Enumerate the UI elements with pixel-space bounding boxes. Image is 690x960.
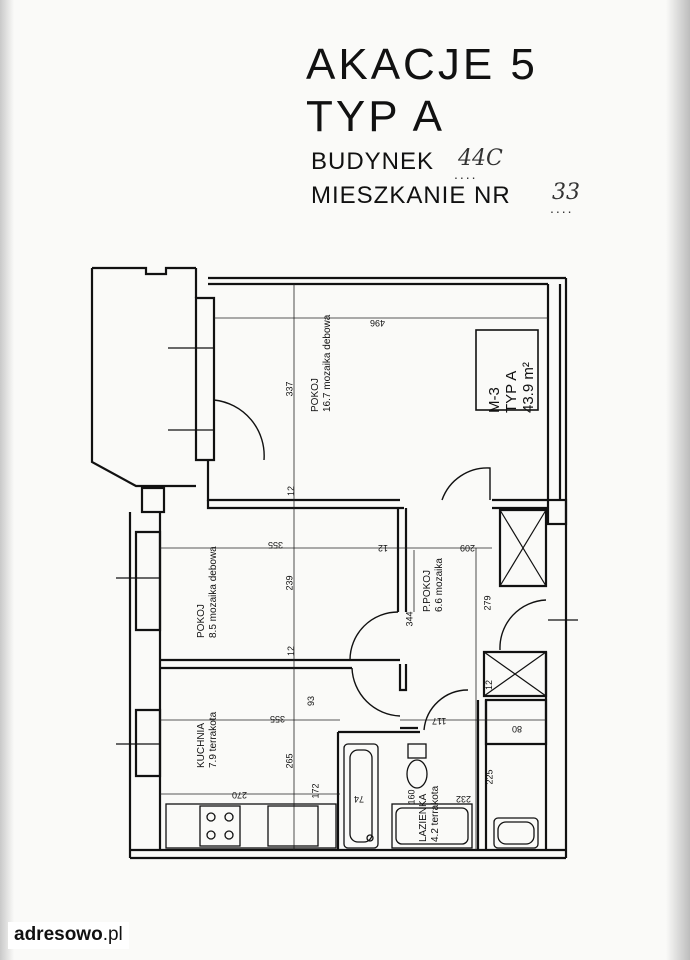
apartment-tag-box <box>475 329 539 411</box>
scan-edge-right <box>666 0 690 960</box>
dim-496: 496 <box>370 318 386 328</box>
apartment-dots: .... <box>550 200 574 216</box>
dim-279: 279 <box>482 595 493 611</box>
plan-title-street: AKACJE 5 <box>306 40 538 89</box>
window-marks <box>116 347 578 745</box>
dim-74: 74 <box>354 794 365 804</box>
plan-title-type: TYP A <box>306 92 445 141</box>
dim-270: 270 <box>232 790 248 800</box>
dim-344: 344 <box>404 611 415 627</box>
adresowo-watermark: adresowo.pl <box>8 922 129 949</box>
dim-265: 265 <box>284 753 295 769</box>
apartment-number-handwritten: 33 <box>552 180 580 205</box>
dimension-lines <box>160 284 548 850</box>
dim-232: 232 <box>456 794 472 804</box>
dim-337: 337 <box>284 381 295 397</box>
dim-12-a: 12 <box>286 485 297 497</box>
dim-225: 225 <box>484 769 495 785</box>
dim-355-b: 355 <box>270 714 286 724</box>
dim-93: 93 <box>306 695 317 707</box>
dim-80: 80 <box>512 724 523 734</box>
building-label: BUDYNEK <box>311 148 435 175</box>
dim-12-b: 12 <box>378 543 389 553</box>
scan-edge-left <box>0 0 14 960</box>
dim-172: 172 <box>310 783 321 799</box>
dim-209: 209 <box>460 543 476 553</box>
building-number-handwritten: 44C <box>458 146 503 171</box>
dim-160: 160 <box>406 789 417 805</box>
apartment-label: MIESZKANIE NR <box>311 182 511 209</box>
dim-12-d: 12 <box>484 679 495 691</box>
building-dots: .... <box>454 166 478 182</box>
dim-355-a: 355 <box>268 540 284 550</box>
dim-12-c: 12 <box>286 645 297 657</box>
fixtures <box>165 743 539 849</box>
dim-117: 117 <box>432 716 447 726</box>
dim-239: 239 <box>284 575 295 591</box>
